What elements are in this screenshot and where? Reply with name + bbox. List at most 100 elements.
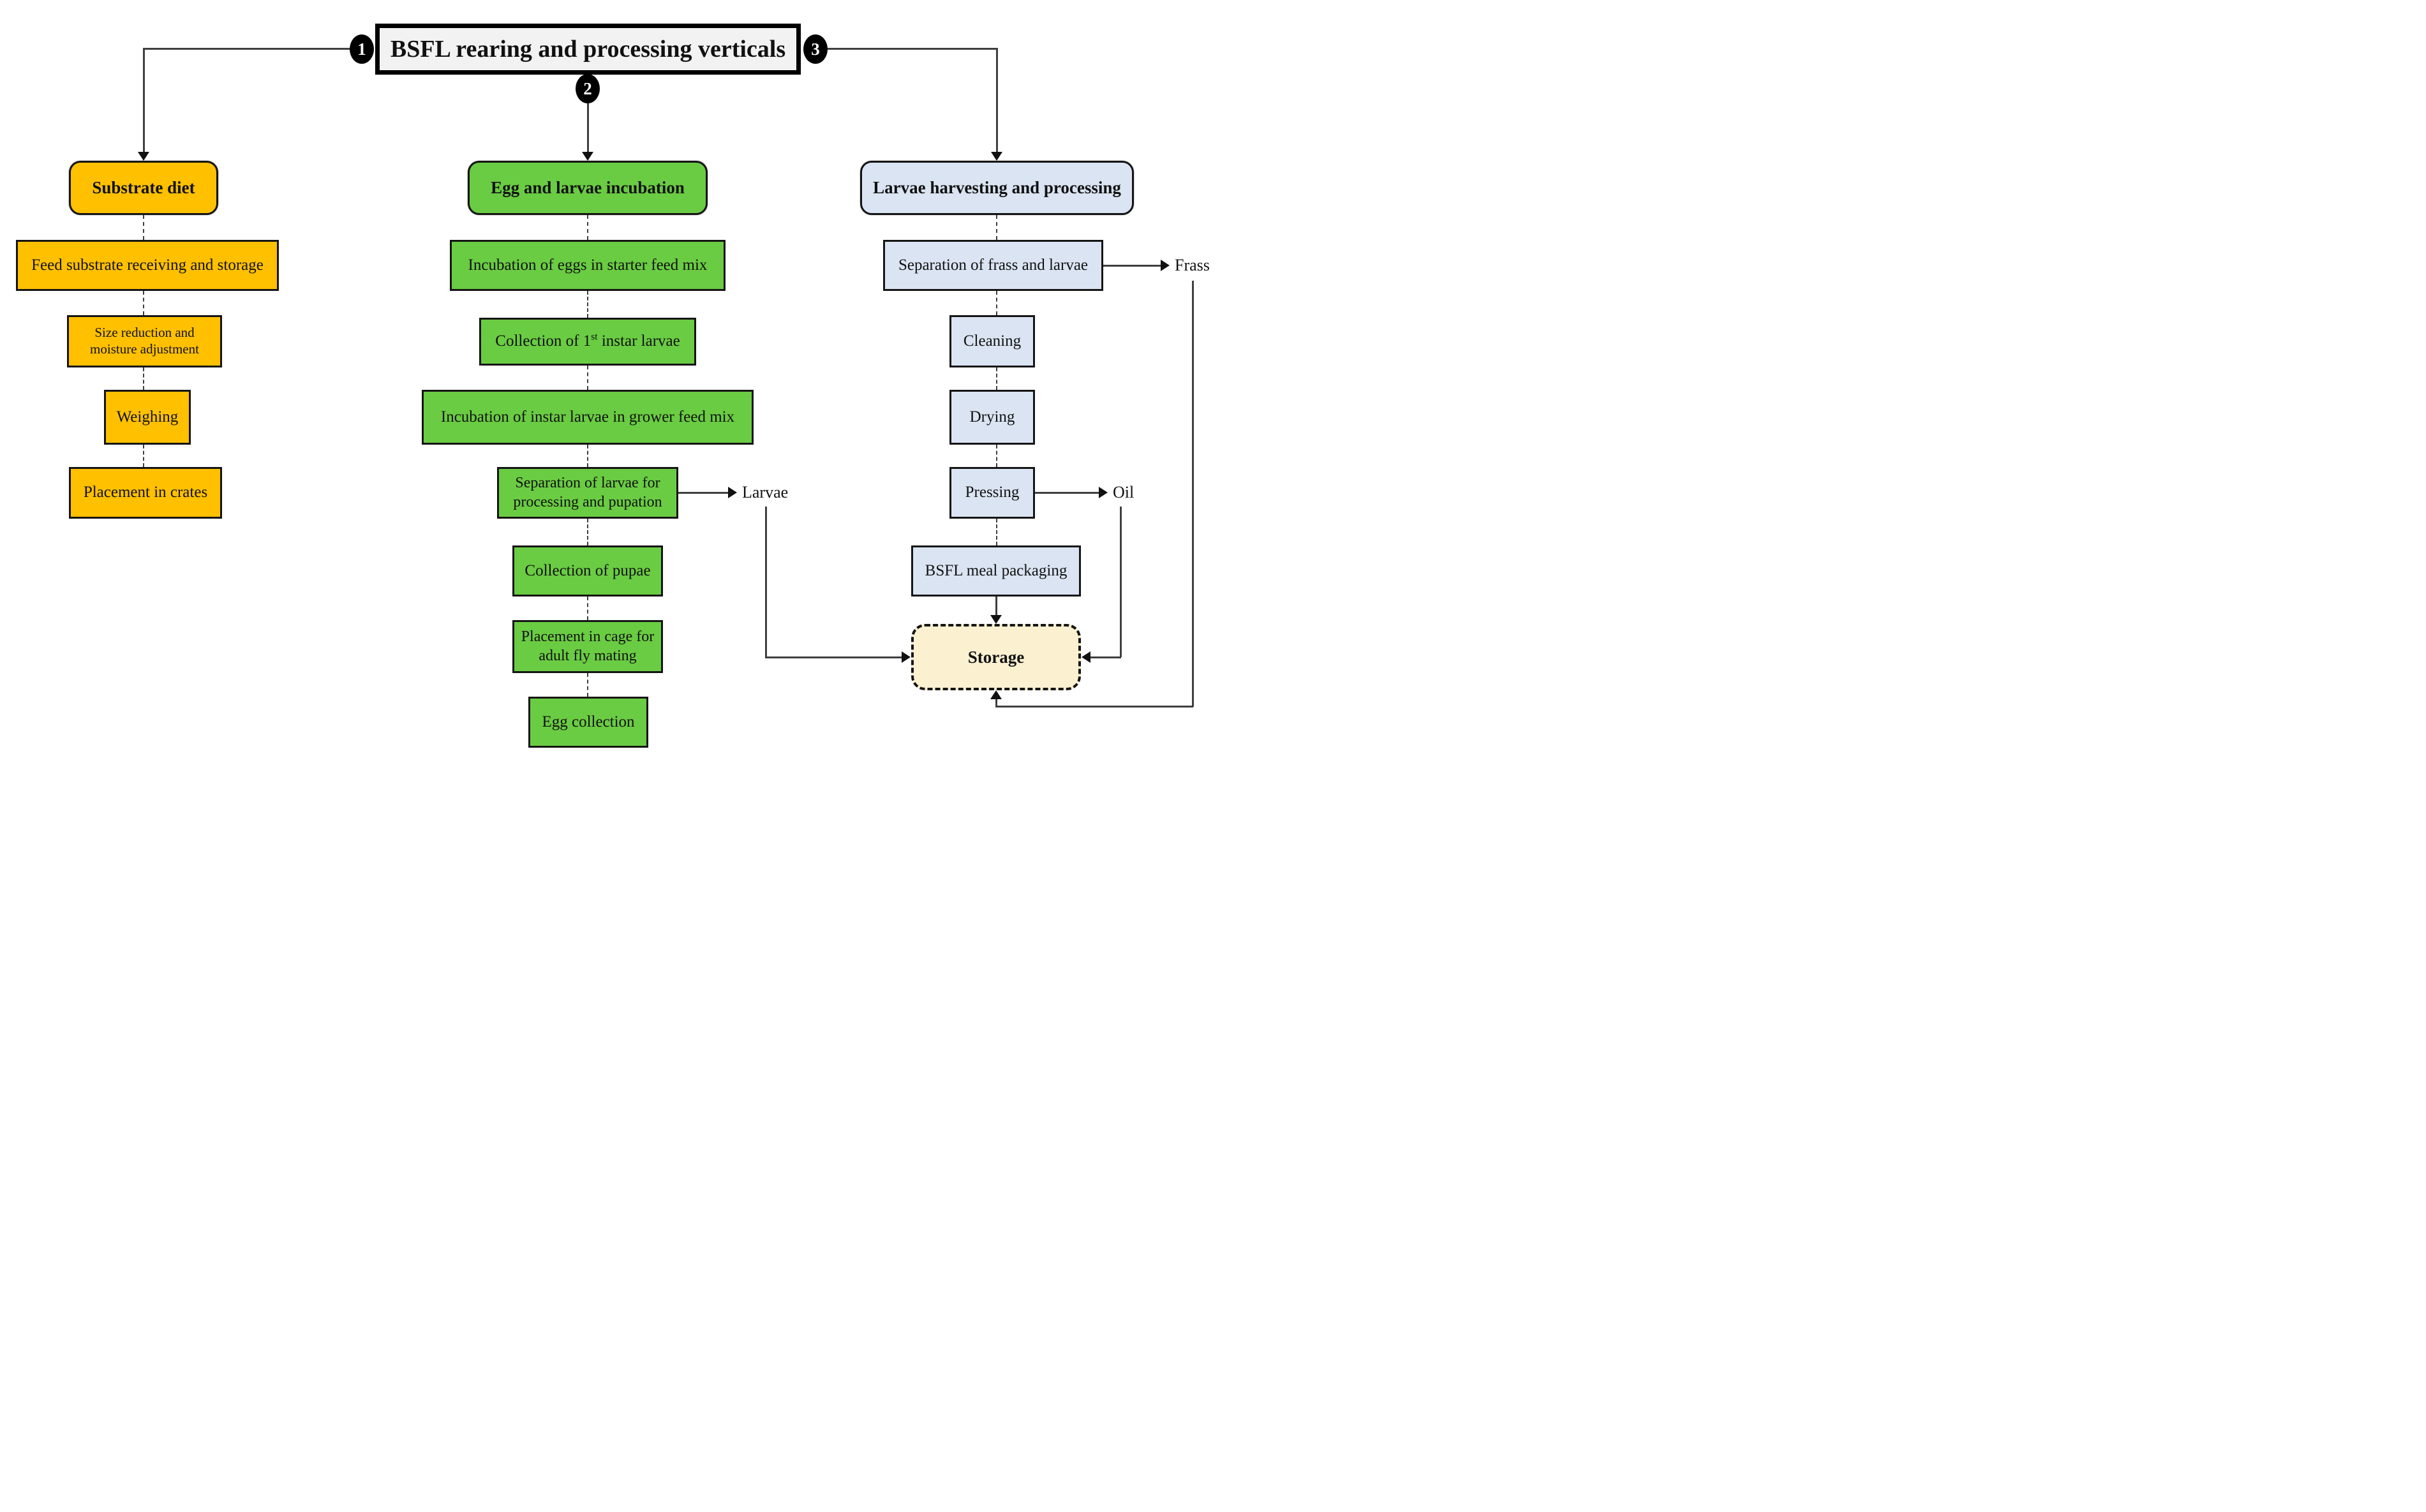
connector-badge1-horizontal bbox=[144, 48, 350, 50]
step-weighing: Weighing bbox=[104, 390, 191, 445]
dashed-connector bbox=[587, 366, 588, 390]
arrowhead-into-storage-top bbox=[990, 615, 1002, 624]
badge-2-number: 2 bbox=[583, 78, 592, 98]
dashed-connector bbox=[996, 291, 997, 315]
step-incubation-instar-grower: Incubation of instar larvae in grower fe… bbox=[422, 390, 754, 445]
step-label: Placement in crates bbox=[83, 484, 208, 501]
dashed-connector bbox=[143, 445, 144, 467]
storage-label: Storage bbox=[967, 647, 1025, 667]
dashed-connector bbox=[996, 445, 997, 467]
step-label-superscript: st bbox=[591, 331, 598, 343]
connector-frass-bottom-horizontal bbox=[995, 706, 1193, 708]
dashed-connector bbox=[143, 215, 144, 240]
arrowhead-into-storage-bottom bbox=[990, 690, 1002, 699]
step-label: Feed substrate receiving and storage bbox=[31, 256, 264, 274]
arrowhead-frass bbox=[1161, 260, 1170, 271]
arrowhead-to-substrate-header bbox=[138, 152, 149, 161]
connector-larvae-vertical bbox=[765, 507, 767, 657]
badge-3: 3 bbox=[803, 34, 828, 64]
badge-2: 2 bbox=[576, 74, 600, 103]
dashed-connector bbox=[143, 291, 144, 315]
dashed-connector bbox=[587, 597, 588, 620]
step-drying: Drying bbox=[949, 390, 1035, 445]
step-label: Collection of pupae bbox=[525, 561, 651, 579]
step-egg-collection: Egg collection bbox=[528, 697, 648, 748]
incubation-header-label: Egg and larvae incubation bbox=[491, 178, 685, 198]
bsfl-flowchart: BSFL rearing and processing verticals 1 … bbox=[0, 0, 1213, 756]
step-label: Placement in cage for adult fly mating bbox=[521, 628, 655, 664]
step-placement-in-crates: Placement in crates bbox=[69, 467, 222, 519]
connector-badge1-vertical bbox=[143, 48, 145, 152]
substrate-header-label: Substrate diet bbox=[92, 178, 195, 198]
connector-to-larvae-label bbox=[678, 492, 728, 494]
step-label-part: Collection of 1 bbox=[495, 332, 592, 350]
step-label: Weighing bbox=[116, 408, 179, 426]
connector-frass-up-stub bbox=[995, 699, 997, 707]
dashed-connector bbox=[996, 367, 997, 390]
connector-oil-vertical bbox=[1120, 507, 1122, 657]
step-label: Pressing bbox=[965, 484, 1020, 501]
arrowhead-into-storage-right bbox=[1082, 651, 1090, 663]
storage-box: Storage bbox=[911, 624, 1081, 690]
connector-packaging-to-storage bbox=[995, 597, 997, 615]
step-collection-first-instar: Collection of 1st instar larvae bbox=[479, 318, 696, 366]
step-feed-substrate-receiving: Feed substrate receiving and storage bbox=[16, 240, 279, 291]
step-pressing: Pressing bbox=[949, 467, 1035, 519]
page-title: BSFL rearing and processing verticals bbox=[390, 36, 786, 63]
arrowhead-to-incubation-header bbox=[582, 152, 593, 161]
step-cleaning: Cleaning bbox=[949, 315, 1035, 367]
larvae-text: Larvae bbox=[742, 483, 789, 501]
dashed-connector bbox=[996, 519, 997, 545]
connector-to-frass-label bbox=[1103, 265, 1161, 267]
incubation-header-box: Egg and larvae incubation bbox=[468, 161, 708, 215]
step-separation-larvae: Separation of larvae for processing and … bbox=[497, 467, 678, 519]
step-label-part: instar larvae bbox=[597, 332, 680, 350]
step-label: Egg collection bbox=[542, 713, 635, 730]
arrowhead-to-harvest-header bbox=[991, 152, 1002, 161]
connector-badge2-vertical bbox=[587, 103, 589, 152]
connector-larvae-horizontal bbox=[765, 656, 902, 658]
step-label: Separation of frass and larvae bbox=[898, 256, 1089, 274]
badge-1-number: 1 bbox=[357, 39, 366, 59]
step-label: Size reduction and moisture adjustment bbox=[90, 325, 199, 357]
badge-3-number: 3 bbox=[811, 39, 820, 59]
step-label: Cleaning bbox=[963, 332, 1022, 350]
arrowhead-oil bbox=[1099, 487, 1108, 498]
substrate-header-box: Substrate diet bbox=[69, 161, 218, 215]
step-bsfl-meal-packaging: BSFL meal packaging bbox=[911, 545, 1081, 597]
step-label: Separation of larvae for processing and … bbox=[513, 475, 662, 510]
step-label: Incubation of eggs in starter feed mix bbox=[468, 256, 708, 274]
arrowhead-larvae bbox=[728, 487, 737, 498]
frass-text: Frass bbox=[1175, 256, 1210, 274]
larvae-output-label: Larvae bbox=[742, 482, 788, 503]
step-separation-frass: Separation of frass and larvae bbox=[883, 240, 1103, 291]
harvest-header-box: Larvae harvesting and processing bbox=[860, 161, 1134, 215]
oil-text: Oil bbox=[1113, 483, 1135, 501]
connector-oil-horizontal bbox=[1090, 656, 1121, 658]
dashed-connector bbox=[587, 673, 588, 697]
dashed-connector bbox=[996, 215, 997, 240]
step-label: Drying bbox=[969, 408, 1015, 426]
frass-output-label: Frass bbox=[1175, 255, 1210, 276]
connector-badge3-horizontal bbox=[828, 48, 997, 50]
step-label: Collection of 1st instar larvae bbox=[495, 332, 680, 352]
badge-1: 1 bbox=[350, 34, 374, 64]
oil-output-label: Oil bbox=[1113, 482, 1134, 503]
step-label: Incubation of instar larvae in grower fe… bbox=[440, 408, 735, 426]
connector-badge3-vertical bbox=[996, 48, 998, 152]
dashed-connector bbox=[587, 291, 588, 318]
step-size-reduction: Size reduction and moisture adjustment bbox=[67, 315, 222, 367]
step-incubation-eggs-starter: Incubation of eggs in starter feed mix bbox=[450, 240, 726, 291]
step-collection-pupae: Collection of pupae bbox=[512, 545, 663, 597]
connector-frass-vertical bbox=[1192, 281, 1194, 707]
harvest-header-label: Larvae harvesting and processing bbox=[873, 178, 1121, 198]
dashed-connector bbox=[587, 215, 588, 240]
title-box: BSFL rearing and processing verticals bbox=[375, 24, 801, 75]
dashed-connector bbox=[143, 367, 144, 390]
arrowhead-into-storage-left bbox=[902, 651, 911, 663]
step-placement-in-cage: Placement in cage for adult fly mating bbox=[512, 620, 663, 673]
connector-to-oil-label bbox=[1035, 492, 1099, 494]
step-label: BSFL meal packaging bbox=[925, 561, 1068, 579]
dashed-connector bbox=[587, 519, 588, 545]
dashed-connector bbox=[587, 445, 588, 467]
